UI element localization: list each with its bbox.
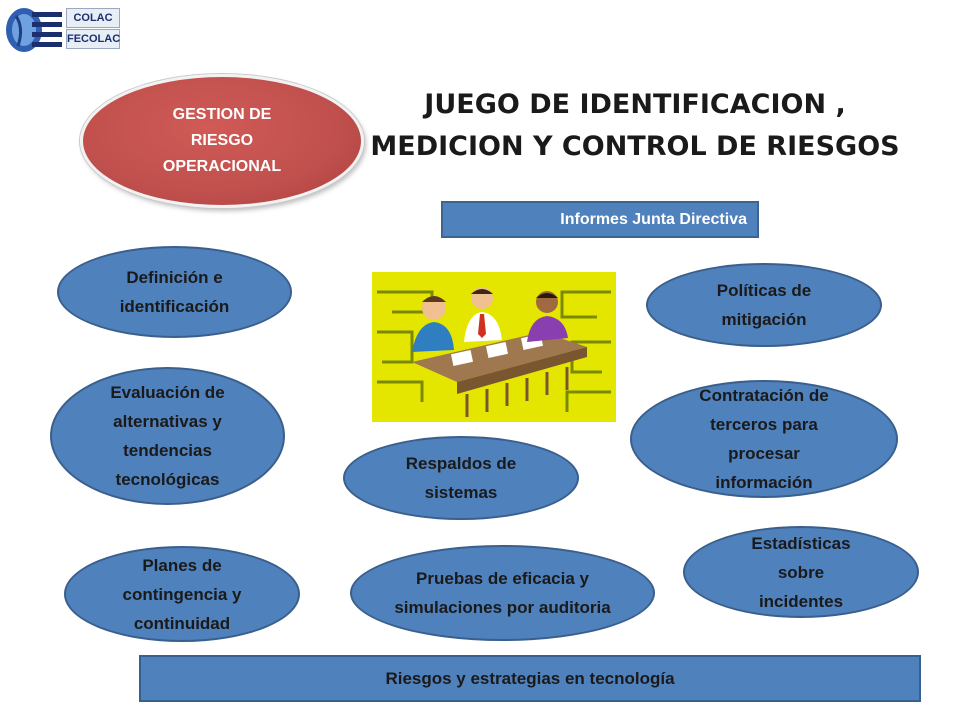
colac-logo-icon	[6, 8, 62, 52]
definicion-label: Definición e identificación	[119, 268, 230, 316]
logo-text-colac: COLAC	[66, 8, 120, 28]
page-title: JUEGO DE IDENTIFICACION , MEDICION Y CON…	[330, 84, 940, 168]
gestion-riesgo-node: GESTION DE RIESGO OPERACIONAL	[80, 74, 364, 208]
evaluacion-label: Evaluación de alternativas y tendencias …	[110, 383, 225, 489]
contratacion-node: Contratación de terceros para procesar i…	[630, 380, 898, 498]
evaluacion-node: Evaluación de alternativas y tendencias …	[50, 367, 285, 505]
pruebas-node: Pruebas de eficacia y simulaciones por a…	[350, 545, 655, 641]
estadisticas-node: Estadísticas sobre incidentes	[683, 526, 919, 618]
colac-logo: COLAC FECOLAC	[2, 2, 122, 56]
politicas-label: Políticas de mitigación	[716, 281, 812, 329]
informes-junta-box: Informes Junta Directiva	[441, 201, 759, 238]
gestion-riesgo-label: GESTION DE RIESGO OPERACIONAL	[162, 106, 282, 175]
footer-label: Riesgos y estrategias en tecnología	[385, 668, 675, 688]
footer-bar: Riesgos y estrategias en tecnología	[139, 655, 921, 702]
estadisticas-label: Estadísticas sobre incidentes	[751, 533, 851, 611]
definicion-node: Definición e identificación	[57, 246, 292, 338]
meeting-picture	[372, 272, 616, 422]
meeting-clipart-icon	[377, 287, 611, 417]
informes-junta-label: Informes Junta Directiva	[560, 210, 747, 228]
page-title-line1: JUEGO DE IDENTIFICACION ,	[424, 89, 846, 120]
contratacion-label: Contratación de terceros para procesar i…	[699, 386, 829, 492]
pruebas-label: Pruebas de eficacia y simulaciones por a…	[394, 569, 611, 617]
planes-node: Planes de contingencia y continuidad	[64, 546, 300, 642]
politicas-node: Políticas de mitigación	[646, 263, 882, 347]
respaldos-node: Respaldos de sistemas	[343, 436, 579, 520]
respaldos-label: Respaldos de sistemas	[405, 454, 517, 502]
page-title-line2: MEDICION Y CONTROL DE RIESGOS	[370, 131, 900, 162]
planes-label: Planes de contingencia y continuidad	[122, 555, 242, 633]
logo-text-fecolac: FECOLAC	[66, 29, 120, 49]
